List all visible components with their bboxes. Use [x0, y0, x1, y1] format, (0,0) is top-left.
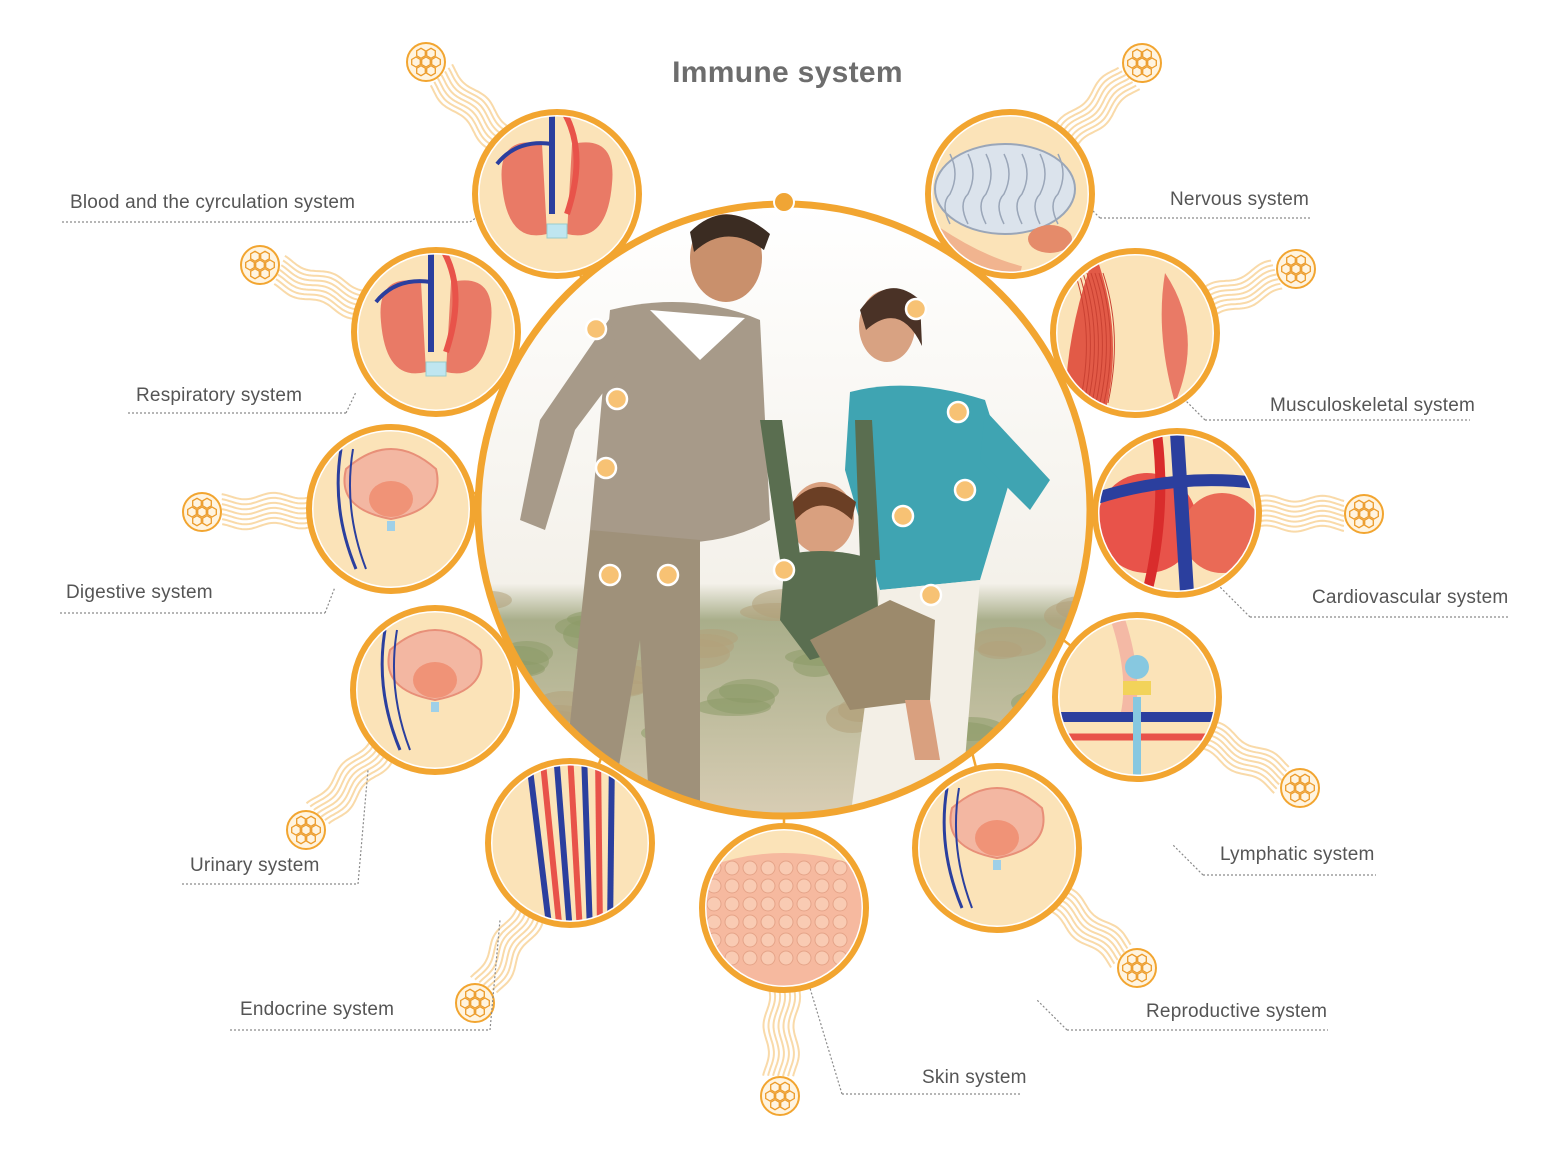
- mother-cardigan: [845, 385, 1010, 590]
- label-musculoskeletal: Musculoskeletal system: [1270, 395, 1476, 416]
- molecule-icon: [406, 42, 446, 82]
- label-lymphatic: Lymphatic system: [1220, 844, 1375, 865]
- label-skin: Skin system: [922, 1067, 1027, 1088]
- body-point-dot: [594, 456, 618, 480]
- body-point-dot: [946, 400, 970, 424]
- body-point-dots: [584, 297, 977, 607]
- label-leader: [357, 769, 369, 885]
- molecule-icon: [1344, 494, 1384, 534]
- label-leader: [324, 586, 336, 614]
- label-urinary: Urinary system: [190, 855, 320, 876]
- medallion-ring: [925, 109, 1095, 279]
- label-respiratory: Respiratory system: [136, 385, 303, 406]
- medallion-ring: [351, 247, 521, 417]
- medallion-ring: [472, 109, 642, 279]
- body-point-dot: [598, 563, 622, 587]
- molecule-icon: [1117, 948, 1157, 988]
- heart-icon: [1099, 435, 1255, 591]
- family-photo: [478, 204, 1090, 816]
- molecule-icon: [182, 492, 222, 532]
- main-ring: [474, 191, 1094, 820]
- label-leader: [1174, 389, 1206, 421]
- label-leader: [1219, 586, 1251, 618]
- skin-cells-icon: [706, 830, 862, 986]
- molecule-icon: [1122, 43, 1162, 83]
- organ-medallions: [306, 109, 1262, 993]
- muscle-icon: [1057, 255, 1213, 411]
- thymus-icon: [1059, 619, 1215, 775]
- label-nervous: Nervous system: [1170, 189, 1310, 210]
- medallion-ring: [1052, 612, 1222, 782]
- body-point-dot: [772, 558, 796, 582]
- body-point-dot: [953, 478, 977, 502]
- medallion-ring: [350, 605, 520, 775]
- label-leader: [1172, 844, 1204, 876]
- molecule-icon: [240, 245, 280, 285]
- body-point-dot: [656, 563, 680, 587]
- molecule-icon: [1276, 249, 1316, 289]
- label-reproductive: Reproductive system: [1146, 1001, 1328, 1022]
- body-point-dot: [891, 504, 915, 528]
- label-leader: [1036, 999, 1068, 1031]
- molecule-icon: [760, 1076, 800, 1116]
- intestines-icon: [313, 431, 469, 587]
- label-blood-circulation: Blood and the cyrculation system: [70, 192, 356, 213]
- body-point-dot: [919, 583, 943, 607]
- molecule-icon: [1280, 768, 1320, 808]
- father-arm: [520, 318, 620, 530]
- medallion-ring: [485, 758, 655, 928]
- medallion-ring: [699, 823, 869, 993]
- pelvis-icon: [919, 770, 1075, 926]
- diagram-title: Immune system: [672, 56, 903, 89]
- medallion-ring: [1050, 248, 1220, 418]
- photo-content: [478, 204, 1090, 816]
- body-point-dot: [584, 317, 608, 341]
- label-endocrine: Endocrine system: [240, 999, 395, 1020]
- molecule-icon: [286, 810, 326, 850]
- father-sweater: [590, 302, 770, 543]
- lungs-icon: [358, 254, 514, 410]
- ring-top-dot: [773, 191, 795, 213]
- label-cardiovascular: Cardiovascular system: [1312, 587, 1509, 608]
- label-leader: [805, 974, 843, 1095]
- medallion-ring: [306, 424, 476, 594]
- blood-vessels-icon: [492, 765, 648, 921]
- child-shorts: [810, 600, 935, 710]
- heart-lungs-vessels-icon: [479, 116, 635, 272]
- molecule-icon: [455, 983, 495, 1023]
- label-leader: [345, 391, 357, 414]
- body-point-dot: [904, 297, 928, 321]
- medallion-ring: [1092, 428, 1262, 598]
- body-point-dot: [605, 387, 629, 411]
- medallion-ring: [912, 763, 1082, 933]
- label-digestive: Digestive system: [66, 582, 213, 603]
- label-leader: [489, 919, 501, 1031]
- bladder-icon: [357, 612, 513, 768]
